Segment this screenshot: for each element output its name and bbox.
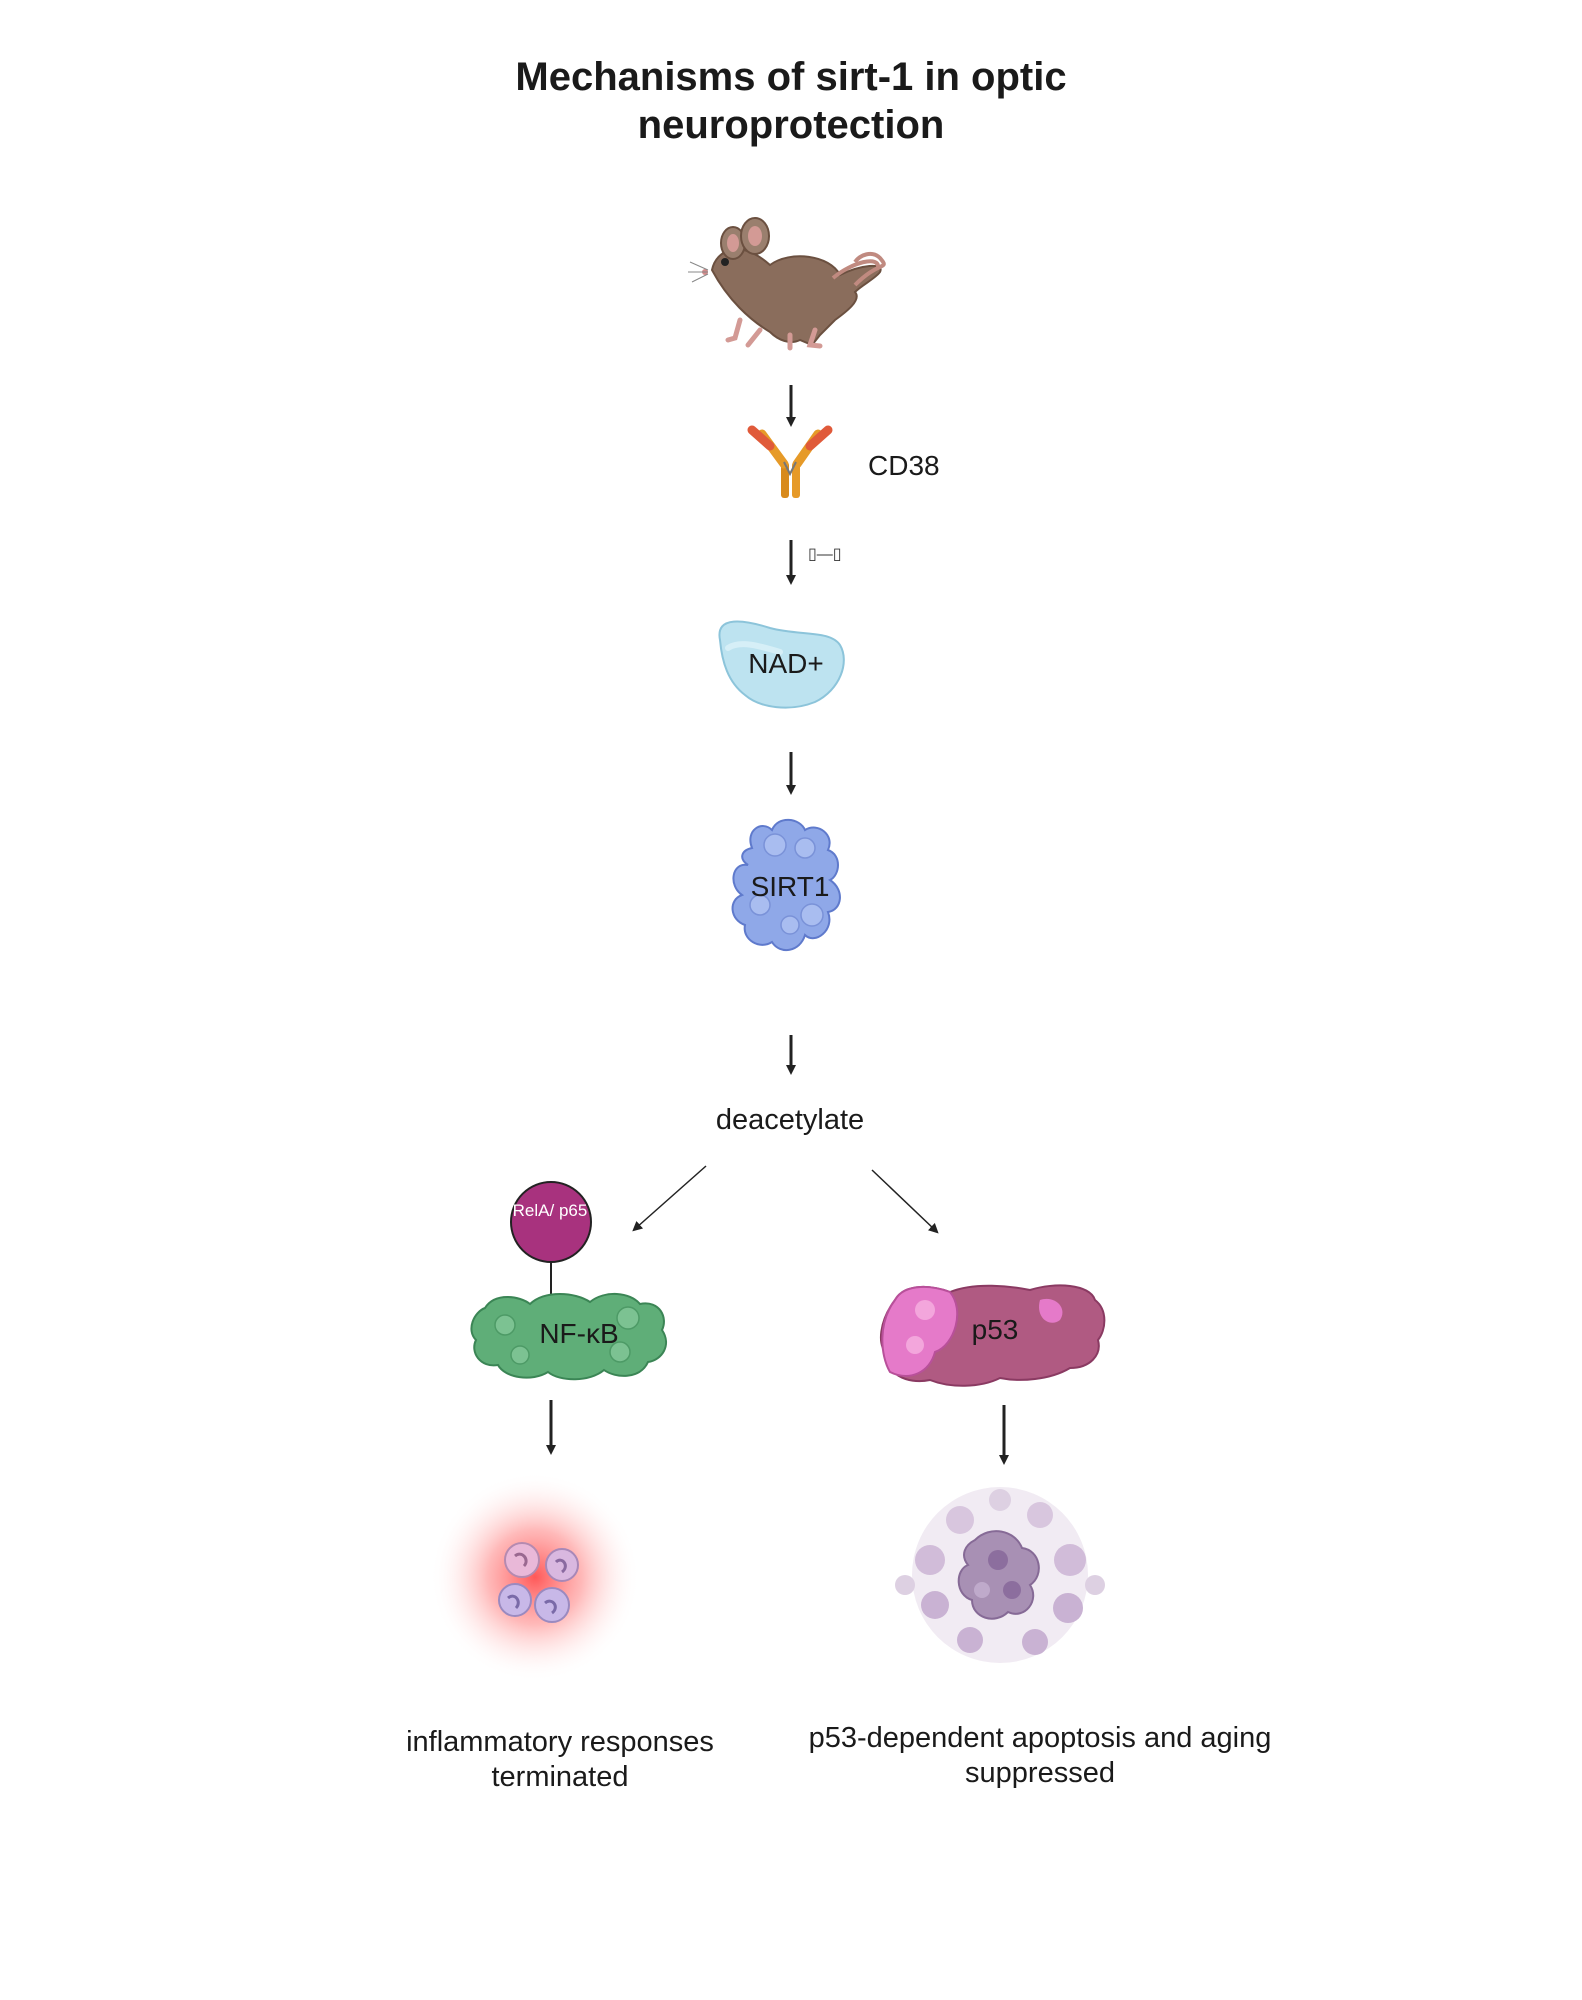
nfkb-blob bbox=[470, 1293, 667, 1381]
rela-p65-circle bbox=[510, 1181, 592, 1263]
p53-blob bbox=[880, 1284, 1106, 1387]
nad-label: NAD+ bbox=[748, 648, 824, 679]
outcome-inflammation: inflammatory responses terminated bbox=[406, 1726, 714, 1793]
antibody-icon bbox=[747, 425, 833, 498]
apoptosis-icon bbox=[895, 1487, 1105, 1663]
cd38-label: CD38 bbox=[868, 450, 940, 481]
mouse-icon bbox=[688, 217, 886, 351]
deacetylate-label: deacetylate bbox=[715, 1104, 865, 1136]
diagram-title: Mechanisms of sirt-1 in optic neuroprote… bbox=[515, 55, 1067, 147]
inflammation-icon bbox=[430, 1472, 640, 1682]
arrow-deacetylate-nfkb bbox=[632, 1165, 707, 1232]
sirt1-blob bbox=[731, 818, 841, 951]
sirt1-label: SIRT1 bbox=[750, 871, 830, 902]
nfkb-label: NF-κB bbox=[539, 1318, 619, 1349]
rela-p65-label: RelA/ p65 bbox=[512, 1201, 588, 1220]
p53-label: p53 bbox=[971, 1314, 1019, 1345]
inhibition-glyph: ▯—▯ bbox=[808, 546, 842, 563]
arrow-deacetylate-p53 bbox=[871, 1169, 939, 1234]
outcome-apoptosis: p53-dependent apoptosis and aging suppre… bbox=[808, 1722, 1272, 1789]
nad-blob bbox=[718, 620, 845, 709]
